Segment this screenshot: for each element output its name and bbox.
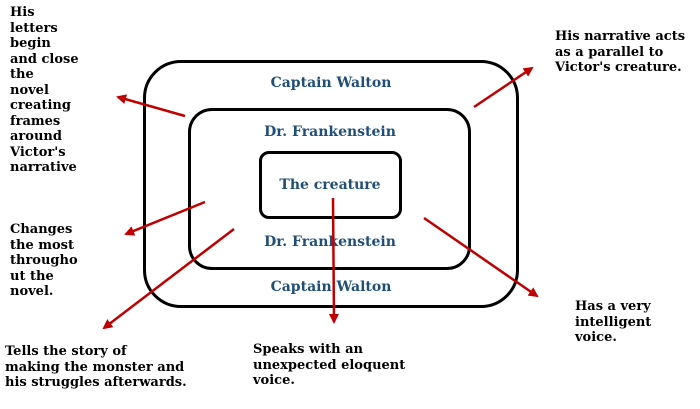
note-line: Has a very bbox=[575, 299, 651, 314]
note-line: around bbox=[10, 129, 62, 144]
note-line: Speaks with an bbox=[253, 342, 364, 357]
arrow-to-parallel-narrative bbox=[473, 66, 534, 109]
label-captain-walton-bottom: Captain Walton bbox=[270, 279, 392, 295]
label-dr-frankenstein-bottom: Dr. Frankenstein bbox=[264, 234, 396, 250]
note-line: narrative bbox=[10, 160, 77, 175]
note-line: and close bbox=[10, 51, 79, 67]
label-dr-frankenstein-top: Dr. Frankenstein bbox=[264, 124, 396, 140]
note-line: ut the bbox=[10, 268, 54, 284]
label-the-creature: The creature bbox=[279, 177, 381, 193]
note-line: Victor's creature. bbox=[555, 60, 682, 75]
note-line: as a parallel to bbox=[555, 44, 664, 60]
arrow-to-changes-most bbox=[124, 200, 206, 236]
note-line: voice. bbox=[253, 373, 295, 388]
note-line: unexpected eloquent bbox=[253, 357, 406, 373]
note-line: Victor's bbox=[10, 144, 66, 160]
note-line: intelligent bbox=[575, 314, 652, 330]
note-line: His bbox=[10, 5, 35, 20]
note-line: begin bbox=[10, 36, 51, 51]
note-line: the bbox=[10, 67, 34, 82]
note-line: His narrative acts bbox=[555, 29, 686, 44]
note-line: his struggles afterwards. bbox=[5, 375, 187, 390]
note-line: the most bbox=[10, 237, 75, 253]
note-line: novel bbox=[10, 82, 49, 98]
arrow-to-speaks-eloquent bbox=[328, 197, 339, 324]
middle-frame-frankenstein bbox=[188, 108, 471, 270]
arrow-to-letters-frame bbox=[116, 94, 186, 118]
inner-frame-creature bbox=[259, 151, 402, 219]
note-line: througho bbox=[10, 253, 78, 268]
note-line: frames bbox=[10, 113, 61, 129]
note-line: Tells the story of bbox=[5, 344, 127, 359]
arrow-to-intelligent-voice bbox=[423, 216, 539, 298]
note-line: making the monster and bbox=[5, 359, 185, 375]
note-line: Changes bbox=[10, 222, 73, 237]
note-line: letters bbox=[10, 20, 58, 36]
note-line: novel. bbox=[10, 284, 54, 299]
outer-frame-walton bbox=[143, 60, 519, 308]
arrow-to-tells-story bbox=[102, 228, 235, 330]
label-captain-walton-top: Captain Walton bbox=[270, 75, 392, 91]
note-line: creating bbox=[10, 98, 71, 113]
note-line: voice. bbox=[575, 330, 617, 345]
